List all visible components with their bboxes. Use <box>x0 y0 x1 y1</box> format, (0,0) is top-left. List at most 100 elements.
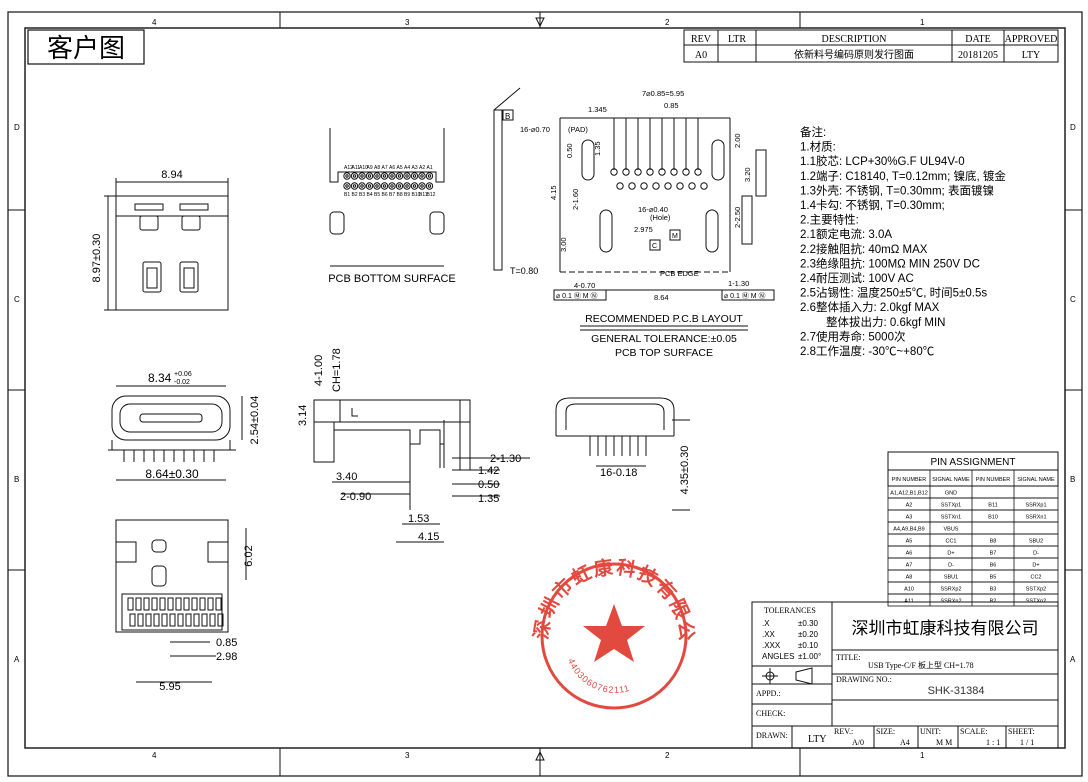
pin-label-bottom: B5 <box>374 192 380 198</box>
dim-front-width: 8.34 <box>148 371 172 385</box>
rear-view <box>555 397 690 511</box>
zone-right-b: B <box>1070 475 1075 484</box>
bottom-view-pin <box>167 597 174 611</box>
layout-pad <box>640 182 648 190</box>
pin-table-cell: B3 <box>990 587 997 593</box>
layout-pad <box>700 182 708 190</box>
pin-table-cell: SSRXn1 <box>1025 515 1046 521</box>
date-header: DATE <box>965 34 991 45</box>
note-line: 整体拔出力: 0.6kgf MIN <box>826 315 946 329</box>
pcb-layout-view <box>559 117 731 291</box>
note-line: 2.主要特性: <box>800 213 859 227</box>
dim-2250: 2-2.50 <box>733 207 742 228</box>
pin-table-cell: A1,A12,B1,B12 <box>890 491 928 497</box>
pad-label: (PAD) <box>568 125 588 134</box>
layout-pad <box>616 182 624 190</box>
dim-side-135: 1.35 <box>478 493 499 505</box>
layout-pad <box>682 168 690 176</box>
pin-table-cell: A8 <box>906 575 913 581</box>
size-label: SIZE: <box>876 727 895 736</box>
note-line: 2.6整体插入力: 2.0kgf MAX <box>800 300 940 314</box>
bottom-view-pin <box>135 597 142 611</box>
pin-label-bottom: B8 <box>397 192 403 198</box>
dim-side-2130: 2-1.30 <box>490 453 521 465</box>
rev-header: REV <box>691 34 712 45</box>
title-block <box>751 601 1059 749</box>
drawn-label: DRAWN: <box>756 731 788 740</box>
pin-table-cell: B10 <box>988 515 998 521</box>
pin-label-bottom: B1 <box>344 192 350 198</box>
pcb-bottom-pad-hole <box>390 184 394 188</box>
pin-label-bottom: B11 <box>419 192 428 198</box>
pin-label-bottom: B9 <box>404 192 410 198</box>
bottom-view-pin <box>159 597 166 611</box>
pcb-bottom-pad <box>388 172 396 180</box>
layout-pad <box>658 168 666 176</box>
pin-table-cell: CC2 <box>1030 575 1041 581</box>
pin-label-bottom: B7 <box>389 192 395 198</box>
zone-left-a: A <box>14 655 20 664</box>
pin-label-top: A5 <box>397 165 403 171</box>
dim-320: 3.20 <box>743 167 752 182</box>
appd-label: APPD.: <box>756 689 781 698</box>
dim-top-height: 8.97±0.30 <box>91 234 103 283</box>
pcb-bottom-pad-hole <box>360 184 364 188</box>
hole-label: (Hole) <box>650 213 671 222</box>
pcb-bottom-pad <box>358 172 366 180</box>
pcb-bottom-pad <box>395 182 404 190</box>
dim-2160: 2-1.60 <box>571 189 580 210</box>
date-value: 20181205 <box>958 50 998 61</box>
pin-table-cell: D- <box>948 563 954 569</box>
layout-pad <box>664 182 672 190</box>
stamp-number: 4403060762111 <box>566 657 631 695</box>
layout-pad <box>610 168 618 176</box>
pcb-bottom-pad-hole <box>412 174 417 178</box>
pin-table-header: SIGNAL NAME <box>1017 477 1055 483</box>
layout-pad <box>670 168 678 176</box>
pcb-bottom-pad-hole <box>345 184 349 188</box>
note-line: 1.1胶芯: LCP+30%G.F UL94V-0 <box>800 154 965 168</box>
pcb-bottom-view <box>329 128 445 267</box>
outer-frame <box>7 11 1083 777</box>
dim-side-h1: 4-1.00 <box>313 355 325 386</box>
pin-table-cell: D+ <box>947 551 954 557</box>
tolerance-key: ANGLES <box>762 652 794 661</box>
pin-table-cell: B11 <box>988 503 997 509</box>
zone-top-3: 3 <box>405 18 410 27</box>
pin-table-cell: A2 <box>906 503 913 509</box>
dim-front-base: 8.64±0.30 <box>145 467 199 481</box>
bottom-view-pin <box>191 597 198 611</box>
pin-table-cell: SBU2 <box>1029 539 1043 545</box>
dim-bottom-085: 0.85 <box>216 637 237 649</box>
dim-front-tol-minus: -0.02 <box>174 379 190 386</box>
pin-table-cell: B7 <box>990 551 997 557</box>
front-view <box>108 385 243 481</box>
pcb-bottom-pad-hole <box>427 184 432 188</box>
tolerance-key: .XXX <box>762 641 781 650</box>
zone-right-d: D <box>1070 123 1076 132</box>
layout-pad <box>652 182 660 190</box>
pin-table-cell: CC1 <box>945 539 956 545</box>
tolerances-label: TOLERANCES <box>764 606 816 615</box>
top-view <box>104 178 229 311</box>
layout-pad <box>628 182 636 190</box>
recommended-layout-label: RECOMMENDED P.C.B LAYOUT <box>585 313 743 325</box>
title-label: TITLE: <box>836 653 860 662</box>
pin-label-top: A1 <box>427 165 433 171</box>
pin-label-top: A7 <box>382 165 388 171</box>
bottom-view-pin <box>207 597 214 611</box>
pin-label-top: A9 <box>367 165 373 171</box>
dim-side-314: 3.14 <box>297 405 309 426</box>
bottom-view-pin <box>175 597 182 611</box>
zone-bottom-4: 4 <box>152 751 157 760</box>
zone-bottom-2: 2 <box>665 751 670 760</box>
pin-table-cell: A6 <box>906 551 913 557</box>
datum-b: B <box>505 112 510 121</box>
layout-pad <box>634 168 642 176</box>
tolerance-key: .XX <box>762 630 776 639</box>
dim-hole-dia: 16-⌀0.40 <box>638 205 668 214</box>
pcb-bottom-pad <box>395 172 404 180</box>
bottom-view-pin <box>183 597 190 611</box>
